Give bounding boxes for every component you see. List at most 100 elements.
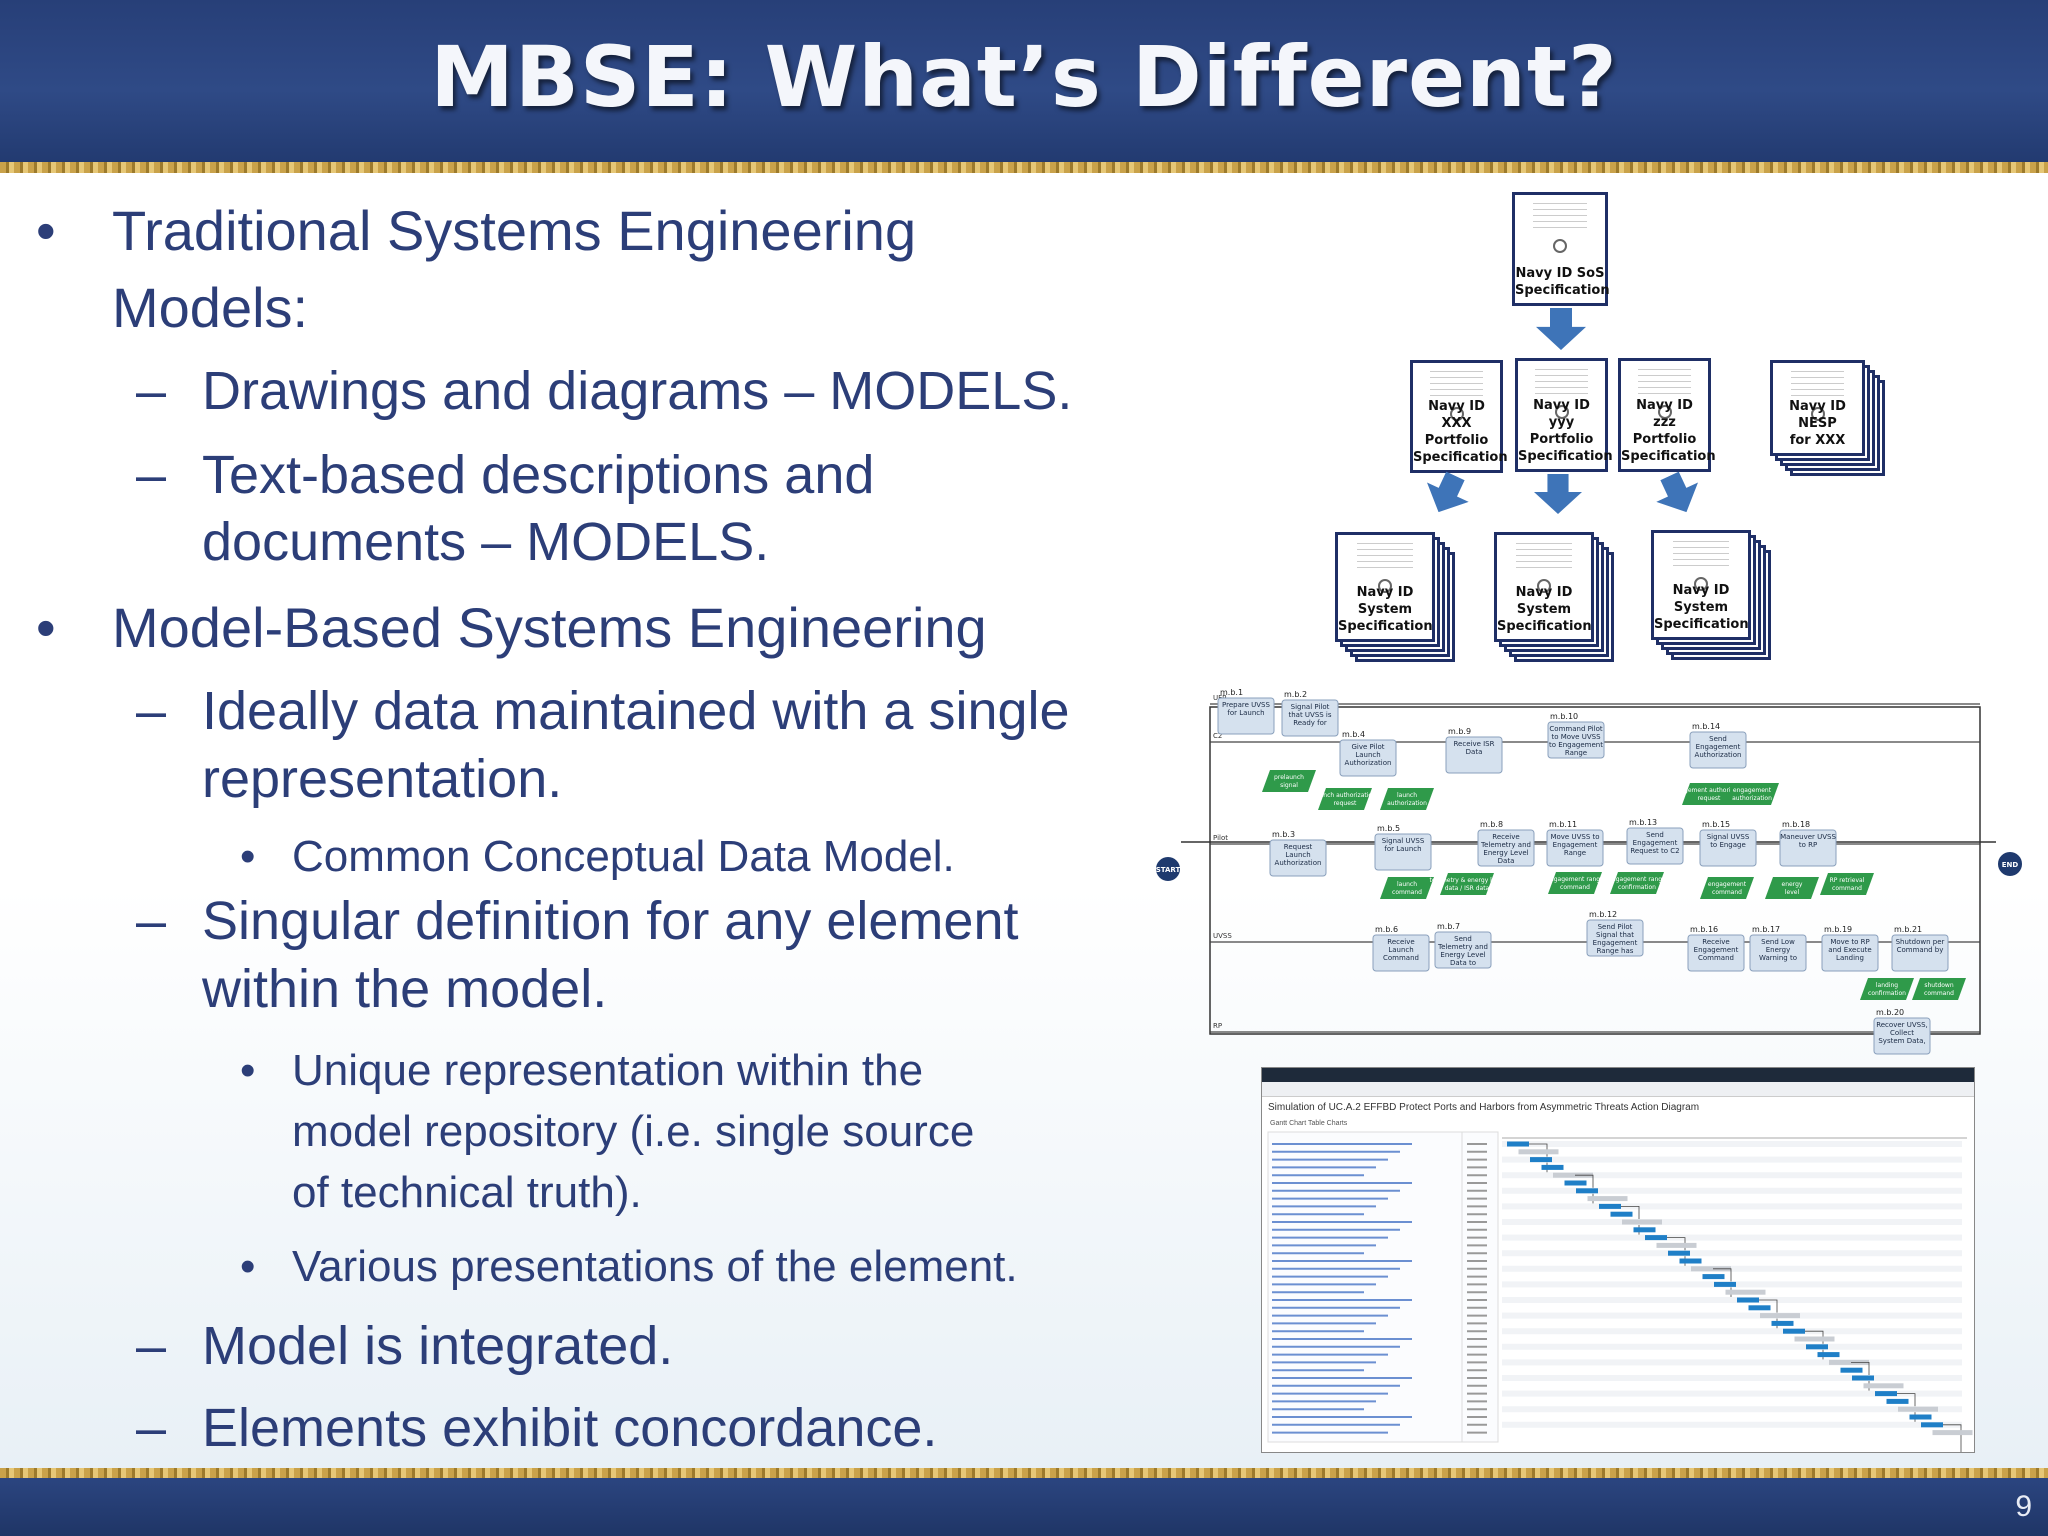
swimlane-label: Pilot [1213, 834, 1228, 842]
item-parallelogram [1765, 877, 1819, 899]
bullet-text-level-3: model repository (i.e. single source [292, 1107, 975, 1156]
function-step-box [1372, 934, 1430, 972]
item-parallelogram [1610, 872, 1664, 894]
navy-seal-icon [1810, 407, 1825, 421]
bullet-dash-icon: – [136, 681, 167, 741]
item-label: command [1712, 889, 1742, 896]
gantt-bar [1863, 1383, 1904, 1389]
gantt-dependency-link [1713, 1268, 1732, 1299]
gantt-bar [1553, 1172, 1593, 1178]
function-step-label: Shutdown per [1896, 938, 1945, 946]
diagram-frame [1209, 706, 1981, 1035]
bullet-text-level-2: Ideally data maintained with a single [202, 681, 1070, 741]
down-arrow-icon [1534, 474, 1582, 514]
bullet-text-level-1: Models: [112, 276, 309, 339]
gantt-bar [1725, 1289, 1766, 1295]
document-header-lines [1638, 369, 1691, 399]
gantt-bar [1852, 1375, 1874, 1381]
end-node [1996, 850, 2024, 878]
item-label: engagement [1733, 787, 1772, 794]
function-step-label: Authorization [1345, 759, 1392, 767]
item-label: authorization [1387, 800, 1427, 807]
gantt-bar [1702, 1274, 1725, 1280]
function-step-id: m.b.3 [1272, 830, 1295, 839]
function-step-label: Send Low [1761, 938, 1795, 946]
gantt-dependency-link [1805, 1330, 1824, 1362]
function-step-label: for Launch [1227, 709, 1264, 717]
gantt-row-band [1502, 1141, 1962, 1147]
function-step-id: m.b.14 [1692, 722, 1720, 731]
gantt-dependency-link [1667, 1237, 1686, 1268]
function-step-box [1217, 697, 1275, 735]
function-step-label: Authorization [1275, 859, 1322, 867]
function-step-label: Command [1383, 954, 1419, 962]
navy-seal-icon [1449, 407, 1464, 421]
gold-divider-bottom [0, 1468, 2048, 1478]
bullet-dash-icon: – [136, 1398, 167, 1458]
gantt-row-band [1502, 1297, 1962, 1303]
function-step-label: to RP [1799, 841, 1817, 849]
gantt-row-band [1502, 1406, 1962, 1413]
function-step-label: Collect [1890, 1029, 1914, 1037]
function-step-label: Prepare UVSS [1222, 701, 1270, 709]
gantt-dependency-link [1621, 1206, 1640, 1237]
function-step-label: Authorization [1695, 751, 1742, 759]
function-step-label: Request to C2 [1630, 847, 1679, 855]
function-step-id: m.b.8 [1480, 820, 1503, 829]
document-header-lines [1672, 541, 1730, 571]
gantt-row-band [1502, 1328, 1962, 1335]
item-label: command [1560, 884, 1590, 891]
function-step-label: Command by [1897, 946, 1944, 954]
gantt-bar [1645, 1235, 1667, 1241]
document-header-lines [1535, 369, 1588, 399]
function-step-label: Command Pilot [1549, 725, 1602, 733]
swimlane-label: C2 [1213, 732, 1222, 740]
function-step-label: Ready for [1293, 719, 1327, 727]
simulation-tabs[interactable]: Gantt Chart Table Charts [1270, 1120, 1348, 1127]
gantt-row-band [1502, 1390, 1962, 1397]
gantt-row-band [1502, 1203, 1962, 1210]
document-header-lines [1790, 371, 1845, 401]
gantt-bar [1921, 1422, 1943, 1428]
item-label: command [1924, 990, 1954, 997]
function-step-id: m.b.17 [1752, 925, 1780, 934]
swimlane-label: UVSS [1213, 932, 1232, 940]
gantt-bar [1898, 1406, 1938, 1412]
gantt-row-band [1502, 1250, 1962, 1257]
function-step-label: Telemetry and [1480, 841, 1531, 849]
function-step-box [1749, 934, 1807, 972]
function-step-label: Send [1709, 735, 1727, 743]
function-step-id: m.b.6 [1375, 925, 1398, 934]
gantt-row-band [1502, 1156, 1962, 1163]
gantt-bar [1783, 1328, 1805, 1334]
gantt-bar [1691, 1266, 1731, 1272]
function-step-id: m.b.5 [1377, 824, 1400, 833]
bullet-text-level-2: Drawings and diagrams – MODELS. [202, 361, 1073, 421]
item-label: request [1698, 795, 1721, 802]
bullet-dash-icon: – [136, 1316, 167, 1376]
item-parallelogram [1318, 788, 1372, 810]
gantt-bar [1668, 1250, 1690, 1256]
function-step-label: Receive ISR [1453, 740, 1494, 748]
gantt-bar [1794, 1336, 1835, 1342]
function-step-label: Range [1564, 849, 1586, 857]
item-parallelogram [1912, 978, 1966, 1000]
function-step-id: m.b.2 [1284, 690, 1307, 699]
navy-seal-icon [1657, 405, 1672, 419]
item-label: level [1785, 889, 1800, 896]
function-step-label: Recover UVSS, [1876, 1021, 1928, 1029]
function-step-label: Energy [1766, 946, 1791, 954]
function-step-box [1699, 829, 1757, 867]
function-step-label: to Engagement [1549, 741, 1603, 749]
function-step-label: System Data, [1878, 1037, 1925, 1045]
function-step-id: m.b.4 [1342, 730, 1365, 739]
